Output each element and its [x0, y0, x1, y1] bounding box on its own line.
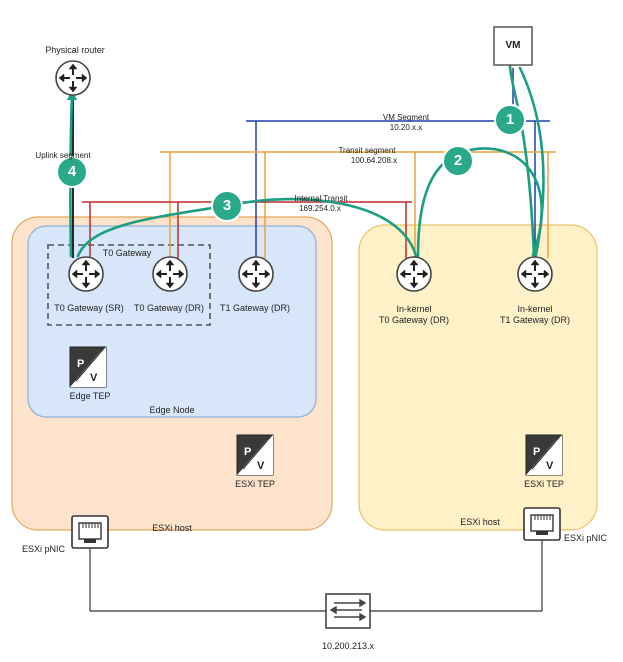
inkernel-t1-label-line2: T1 Gateway (DR) — [499, 315, 571, 325]
physical-router-label: Physical router — [45, 45, 105, 55]
esxi-tep-right-label: ESXi TEP — [524, 479, 564, 489]
vm-segment-subnet: 10.20.x.x — [389, 123, 423, 132]
esxi-host-left-label: ESXi host — [152, 523, 192, 533]
esxi-pnic-right-label: ESXi pNIC — [564, 533, 608, 543]
edge-tep-icon — [69, 346, 107, 388]
t0-gateway-group-box — [47, 244, 211, 326]
inkernel-t0-router-icon — [396, 256, 432, 292]
uplink-segment-label: Uplink segment — [35, 151, 91, 160]
edge-node-label: Edge Node — [149, 405, 195, 415]
inkernel-t1-label-line1: In-kernel — [517, 304, 553, 314]
t0-dr-router-icon — [152, 256, 188, 292]
esxi-tep-left-icon — [236, 434, 274, 476]
t0-gateway-sr-label: T0 Gateway (SR) — [54, 303, 124, 313]
inkernel-t1-router-icon — [517, 256, 553, 292]
vm-icon — [493, 26, 533, 66]
esxi-pnic-left-label: ESXi pNIC — [22, 544, 66, 554]
step-3-number: 3 — [222, 197, 232, 214]
inkernel-t0-label-line2: T0 Gateway (DR) — [378, 315, 450, 325]
step-2-number: 2 — [453, 152, 463, 169]
transit-segment-label: Transit segment — [338, 146, 396, 155]
esxi-tep-right-icon — [525, 434, 563, 476]
esxi-pnic-right-icon — [523, 507, 561, 541]
t0-gateway-group-label: T0 Gateway — [102, 248, 152, 258]
t0-sr-router-icon — [68, 256, 104, 292]
switch-icon — [325, 593, 371, 629]
switch-ip-label: 10.200.213.x — [321, 641, 375, 651]
vm-segment-label: VM Segment — [382, 113, 430, 122]
esxi-pnic-left-icon — [71, 515, 109, 549]
esxi-host-right-label: ESXi host — [460, 517, 500, 527]
transit-segment-lines — [160, 151, 556, 258]
step-4-number: 4 — [67, 163, 77, 180]
internal-transit-label: Internal Transit — [294, 194, 348, 203]
internal-transit-subnet: 169.254.0.x — [299, 204, 341, 213]
inkernel-t0-label-line1: In-kernel — [396, 304, 432, 314]
step-1-number: 1 — [505, 111, 515, 128]
transit-segment-subnet: 100.64.208.x — [350, 156, 398, 165]
vm-label: VM — [505, 40, 521, 51]
physical-link — [89, 540, 543, 612]
step-badges — [56, 104, 526, 222]
t1-dr-router-icon — [238, 256, 274, 292]
physical-router-icon — [55, 60, 91, 96]
t1-gateway-dr-label: T1 Gateway (DR) — [219, 303, 291, 313]
edge-tep-label: Edge TEP — [69, 391, 111, 401]
t0-gateway-dr-label: T0 Gateway (DR) — [133, 303, 205, 313]
esxi-tep-left-label: ESXi TEP — [235, 479, 275, 489]
